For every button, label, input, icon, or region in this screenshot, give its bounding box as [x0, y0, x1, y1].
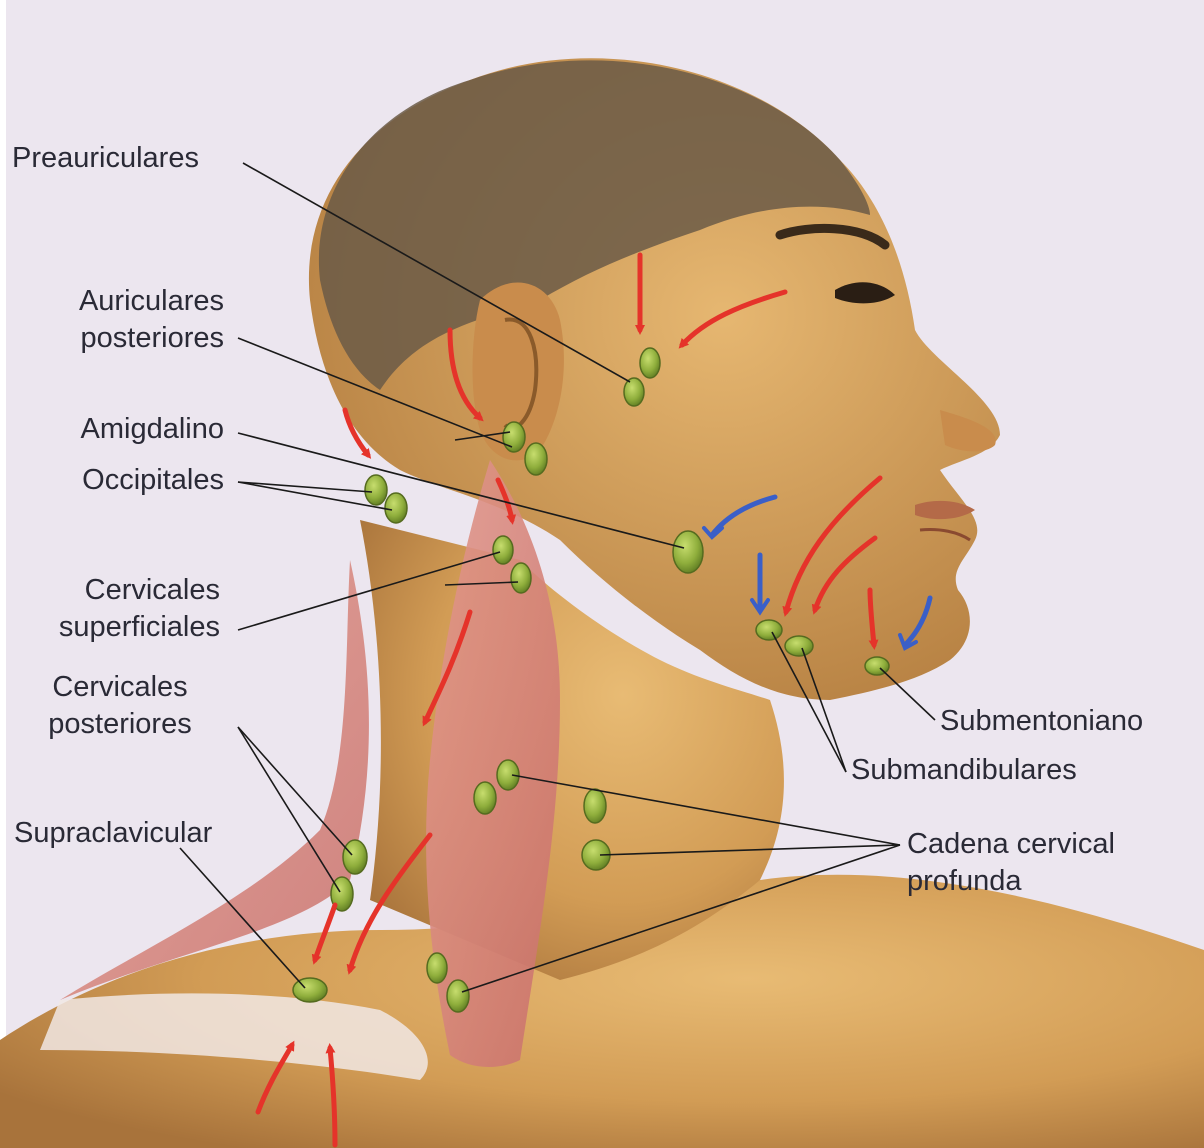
node-cervical-deep-2	[474, 782, 496, 814]
label-amigdalino: Amigdalino	[40, 411, 224, 448]
node-cervical-post-1	[343, 840, 367, 874]
node-cervical-deep-6	[447, 980, 469, 1012]
node-supraclavicular	[293, 978, 327, 1002]
node-submandibular-1	[756, 620, 782, 640]
node-cervical-deep-3	[584, 789, 606, 823]
node-cervical-deep-5	[427, 953, 447, 983]
label-submandibulares: Submandibulares	[851, 752, 1077, 789]
node-preauricular-1	[640, 348, 660, 378]
label-submentoniano: Submentoniano	[940, 703, 1143, 740]
node-preauricular-2	[624, 378, 644, 406]
label-preauriculares: Preauriculares	[12, 140, 199, 177]
node-occipital-1	[365, 475, 387, 505]
node-auricular-post-1	[503, 422, 525, 452]
label-occipitales: Occipitales	[40, 462, 224, 499]
label-cadena-cervical-profunda: Cadena cervical profunda	[907, 826, 1115, 900]
label-cervicales-posteriores: Cervicales posteriores	[20, 669, 220, 743]
node-cervical-sup-1	[493, 536, 513, 564]
label-auriculares-posteriores: Auriculares posteriores	[48, 283, 224, 357]
node-cervical-sup-2	[511, 563, 531, 593]
node-auricular-post-2	[525, 443, 547, 475]
label-supraclavicular: Supraclavicular	[14, 815, 212, 852]
node-occipital-2	[385, 493, 407, 523]
node-amigdalino	[673, 531, 703, 573]
node-submandibular-2	[785, 636, 813, 656]
label-cervicales-superficiales: Cervicales superficiales	[10, 572, 220, 646]
